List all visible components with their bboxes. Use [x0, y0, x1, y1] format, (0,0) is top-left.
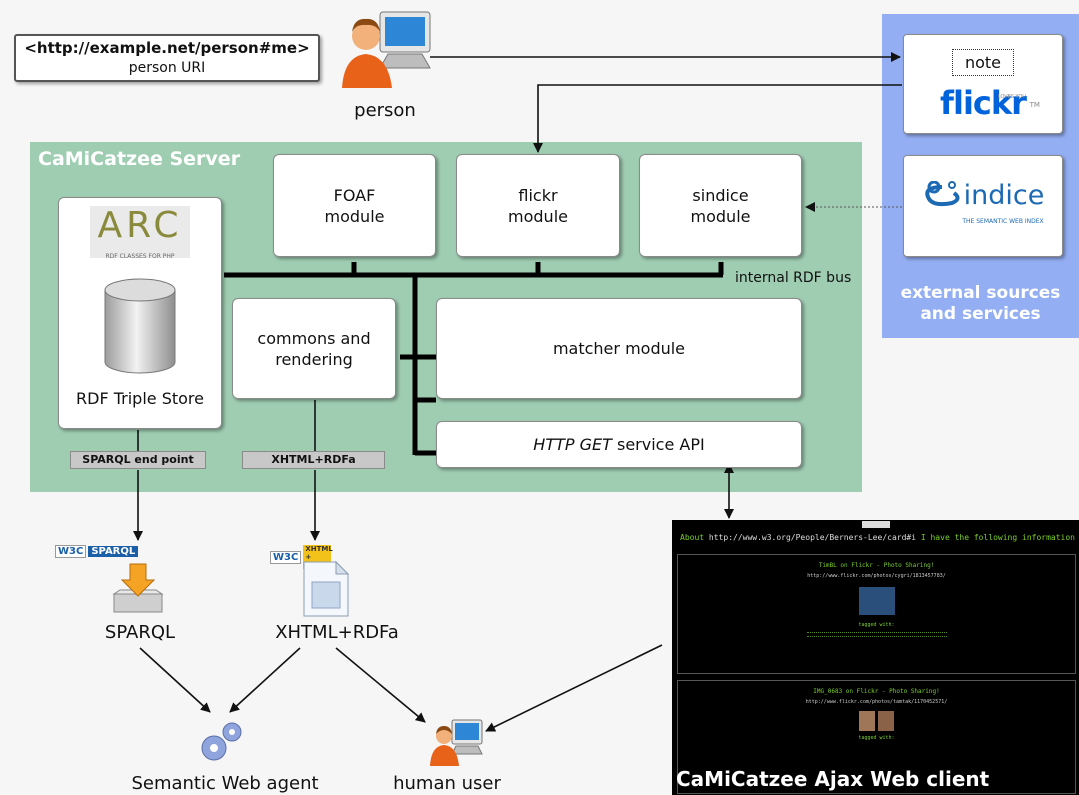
client-title: CaMiCatzee Ajax Web client — [676, 767, 990, 791]
sparql-output-label: SPARQL — [104, 622, 176, 643]
edge-sparql-agent — [139, 647, 211, 713]
arc-logo: ARC RDF CLASSES FOR PHP — [90, 206, 190, 260]
http-get-api: HTTP GET service API — [436, 421, 802, 468]
server-title: CaMiCatzee Server — [38, 148, 241, 170]
person-icon — [342, 11, 431, 88]
sindice-module: sindice module — [639, 154, 802, 257]
sparql-tray-icon — [112, 563, 164, 613]
flickr-logo: flickr TM LOVES YOU — [940, 84, 1040, 122]
xhtml-output-label: XHTML+RDFa — [275, 622, 399, 643]
bus-label: internal RDF bus — [735, 270, 852, 286]
database-icon — [104, 278, 176, 374]
edge-client-human — [485, 644, 663, 732]
person-uri-box: <http://example.net/person#me> person UR… — [14, 34, 320, 82]
document-icon — [303, 560, 350, 617]
edge-flickr-module — [533, 84, 902, 153]
edge-xhtml-human — [335, 647, 426, 723]
note-label: note — [951, 49, 1015, 76]
flickr-source: note flickr TM LOVES YOU — [903, 34, 1063, 134]
human-user-label: human user — [393, 773, 501, 794]
gears-icon — [201, 722, 242, 761]
edge-xhtml-agent — [229, 647, 301, 713]
foaf-module: FOAF module — [273, 154, 436, 257]
client-toolbar-icon — [862, 521, 890, 528]
xhtml-rdfa-tag: XHTML+RDFa — [242, 451, 385, 469]
matcher-module: matcher module — [436, 298, 802, 399]
commons-rendering-module: commons and rendering — [232, 298, 396, 399]
semantic-web-agent-label: Semantic Web agent — [131, 773, 319, 794]
sindice-logo: indice — [922, 180, 1044, 211]
person-label: person — [354, 100, 416, 121]
client-photo-1 — [858, 587, 895, 615]
sindice-swirl-icon — [924, 180, 960, 206]
sindice-source: indice THE SEMANTIC WEB INDEX — [903, 155, 1063, 257]
client-about-line: About http://www.w3.org/People/Berners-L… — [680, 533, 1075, 542]
client-card-1: TimBL on Flickr - Photo Sharing! http://… — [677, 554, 1076, 674]
person-uri-caption: person URI — [128, 60, 206, 76]
person-uri: <http://example.net/person#me> — [24, 39, 310, 57]
flickr-module: flickr module — [456, 154, 620, 257]
rdf-triple-store: ARC RDF CLASSES FOR PHP RDF Triple Store — [58, 197, 222, 429]
w3c-sparql-badge: W3C SPARQL — [55, 545, 139, 558]
client-photos-2 — [678, 711, 1075, 731]
external-sources-label: external sources and services — [900, 283, 1061, 324]
internal-rdf-bus — [224, 262, 724, 456]
ajax-web-client: About http://www.w3.org/People/Berners-L… — [672, 520, 1079, 795]
sparql-endpoint-tag: SPARQL end point — [70, 451, 206, 469]
rdf-store-label: RDF Triple Store — [76, 389, 204, 408]
client-card-2: IMG_0683 on Flickr - Photo Sharing! http… — [677, 680, 1076, 794]
human-user-icon — [430, 719, 483, 766]
